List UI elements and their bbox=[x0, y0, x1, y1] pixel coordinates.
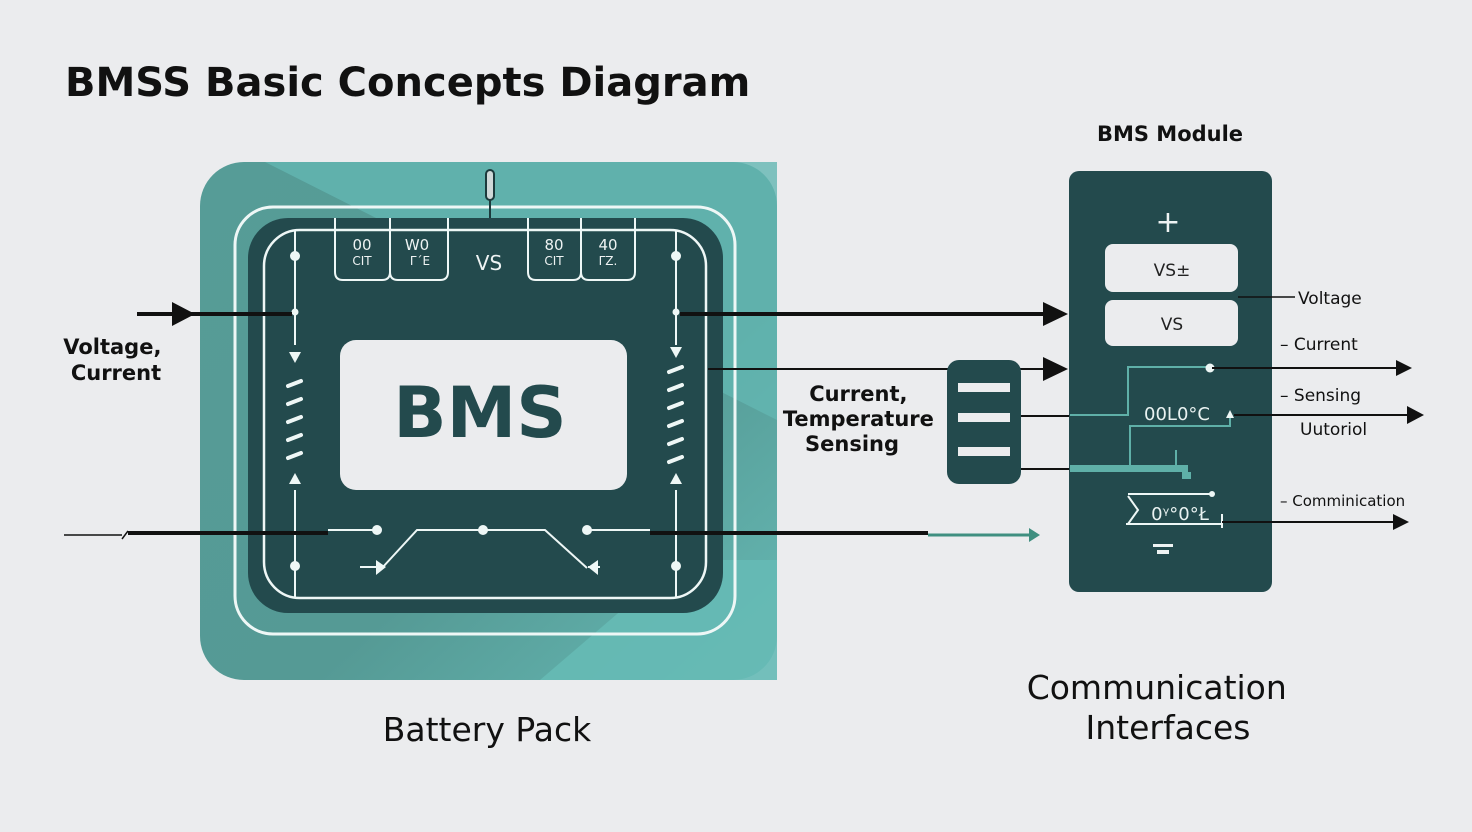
plus-terminal-icon: + bbox=[1155, 205, 1180, 240]
node-dot bbox=[582, 525, 592, 535]
arrow-right-icon bbox=[1043, 357, 1068, 381]
node-dot bbox=[291, 308, 299, 316]
right-label-current: – Current bbox=[1280, 335, 1358, 355]
node-dot bbox=[478, 525, 488, 535]
right-label-sensing: – Sensing bbox=[1280, 386, 1361, 406]
communication-interfaces-label: Communication Interfaces bbox=[1027, 668, 1298, 747]
node-dot bbox=[290, 251, 300, 261]
node-dot bbox=[290, 561, 300, 571]
module-bus-tab bbox=[1182, 472, 1191, 479]
node-dot bbox=[1205, 363, 1215, 373]
cell-sub: ΓZ. bbox=[599, 254, 618, 268]
node-dot bbox=[672, 308, 680, 316]
arrow-up-icon bbox=[670, 473, 682, 484]
cell-sub: CIT bbox=[544, 254, 564, 268]
module-box-label: VS± bbox=[1154, 261, 1191, 281]
arrow-up-icon bbox=[1226, 410, 1234, 418]
sensor-bar bbox=[958, 447, 1010, 456]
node-dot bbox=[671, 561, 681, 571]
left-coil-icon bbox=[286, 379, 303, 460]
module-wiring bbox=[1070, 366, 1231, 468]
cell-sub: CIT bbox=[352, 254, 372, 268]
module-box-vs2 bbox=[1105, 300, 1238, 346]
cell-3: 40 ΓZ. bbox=[580, 218, 636, 281]
arrow-down-icon bbox=[670, 347, 682, 358]
right-coil-icon bbox=[667, 365, 684, 464]
sensor-bar bbox=[958, 383, 1010, 392]
arrow-right-icon bbox=[1407, 406, 1424, 424]
cell-0: 00 CIT bbox=[334, 218, 391, 281]
arrow-right-icon bbox=[376, 560, 386, 575]
arrow-left-icon bbox=[588, 560, 598, 575]
right-label-communication: – Comminication bbox=[1280, 492, 1405, 510]
cell-value: W0 bbox=[405, 236, 429, 254]
input-label: Voltage, Current bbox=[63, 335, 169, 385]
cell-value: 40 bbox=[598, 236, 617, 254]
right-label-voltage: Voltage bbox=[1298, 289, 1362, 309]
module-reading-temp: 00L0°C bbox=[1144, 404, 1210, 425]
arrow-up-icon bbox=[289, 473, 301, 484]
sensing-label: Current, Temperature Sensing bbox=[783, 382, 941, 456]
arrow-down-icon bbox=[289, 352, 301, 363]
ground-icon bbox=[1157, 550, 1169, 554]
right-outputs bbox=[1212, 296, 1424, 530]
cell-2: 80 CIT bbox=[527, 218, 582, 281]
arrow-right-icon bbox=[1396, 360, 1412, 376]
module-reading-comm: 0ᵞ°0°Ł bbox=[1151, 504, 1210, 525]
module-bus-bar bbox=[1070, 465, 1188, 472]
cell-value: 80 bbox=[544, 236, 563, 254]
pack-inner-ring bbox=[262, 228, 708, 600]
cell-sub: Γ΄E bbox=[410, 254, 430, 268]
arrow-right-icon bbox=[1029, 528, 1040, 542]
center-vs-label: VS bbox=[476, 251, 502, 275]
arrow-right-icon bbox=[1043, 302, 1068, 326]
break-mark bbox=[121, 530, 129, 540]
connection-lines bbox=[64, 302, 1070, 542]
sensor-block bbox=[947, 360, 1021, 484]
bms-core-label: BMS bbox=[393, 372, 566, 454]
cell-1: W0 Γ΄E bbox=[389, 218, 449, 281]
bms-module: + VS± VS 00L0°C 0ᵞ°0°Ł bbox=[1069, 171, 1272, 592]
node-dot bbox=[671, 251, 681, 261]
arrow-right-icon bbox=[1393, 514, 1409, 530]
pack-outer-ring bbox=[233, 205, 737, 636]
sensor-bar bbox=[958, 413, 1010, 422]
module-box-vs1 bbox=[1105, 244, 1238, 292]
arrow-right-icon bbox=[172, 302, 195, 326]
node-dot bbox=[1209, 491, 1215, 497]
battery-pack: 00 CIT W0 Γ΄E VS 80 CIT 40 ΓZ. BMS bbox=[200, 162, 777, 680]
node-dot bbox=[372, 525, 382, 535]
bms-core-box bbox=[340, 340, 627, 490]
probe-icon bbox=[485, 169, 495, 201]
module-box-label: VS bbox=[1161, 315, 1183, 335]
right-label-control: Uutoriol bbox=[1300, 420, 1367, 440]
page-title: BMSS Basic Concepts Diagram bbox=[65, 60, 750, 106]
cell-value: 00 bbox=[352, 236, 371, 254]
bms-module-title: BMS Module bbox=[1097, 122, 1243, 146]
battery-pack-label: Battery Pack bbox=[383, 710, 592, 749]
minus-terminal-icon bbox=[1153, 544, 1173, 547]
